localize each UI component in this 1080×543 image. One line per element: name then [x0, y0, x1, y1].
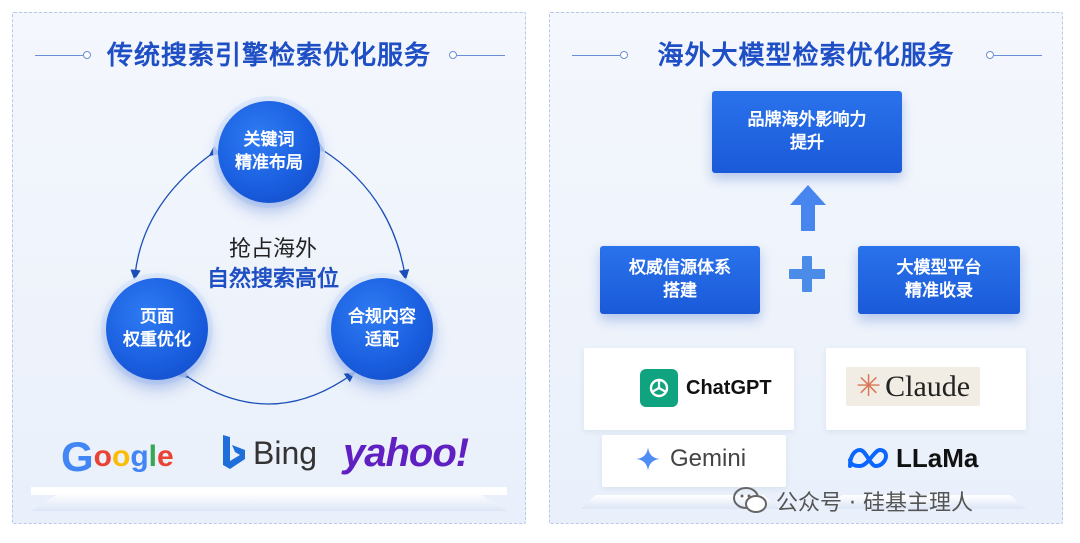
- node-label: 页面: [140, 307, 174, 327]
- cycle-arrows: [130, 141, 410, 405]
- llama-logo: LLaMa: [846, 443, 978, 474]
- keyword-layout-node: 关键词 精准布局: [218, 101, 320, 203]
- center-text-line1: 抢占海外: [228, 237, 317, 262]
- box-label: 精准收录: [905, 281, 973, 301]
- claude-logo: ✳ Claude: [846, 367, 981, 406]
- up-arrow-icon: [790, 185, 826, 231]
- authority-source-box: 权威信源体系 搭建: [600, 246, 760, 314]
- box-label: 搭建: [663, 281, 697, 301]
- wechat-icon: [733, 487, 767, 513]
- plus-icon: [789, 256, 825, 292]
- bing-icon: [223, 435, 245, 469]
- node-label: 关键词: [243, 130, 295, 150]
- yahoo-logo: yahoo!: [343, 431, 469, 475]
- llm-seo-panel: 海外大模型检索优化服务 品牌海外影响力 提升 权威信源体系 搭建 大模型平台 精…: [549, 12, 1063, 524]
- panel-title: 传统搜索引擎检索优化服务: [106, 41, 431, 71]
- box-label: 提升: [790, 133, 824, 153]
- box-label: 大模型平台: [896, 258, 982, 278]
- traditional-seo-panel: 传统搜索引擎检索优化服务 关键词 精准布局 页面 权重优化 合规内容 适配 抢占…: [12, 12, 526, 524]
- logo-platform: [31, 487, 507, 495]
- logo-platform-edge: [31, 493, 507, 511]
- center-text-line2: 自然搜索高位: [206, 267, 339, 292]
- logo-platform-left: [580, 495, 780, 509]
- logo-platform-right: [826, 495, 1026, 509]
- node-label: 合规内容: [348, 307, 416, 327]
- gemini-card: [602, 435, 786, 487]
- meta-infinity-icon: [848, 447, 889, 468]
- watermark-text: 公众号 · 硅基主理人: [776, 491, 973, 516]
- box-label: 权威信源体系: [629, 258, 731, 278]
- claude-asterisk-icon: ✳: [856, 369, 882, 404]
- box-label: 品牌海外影响力: [747, 110, 867, 130]
- chatgpt-card: [584, 348, 794, 430]
- gemini-logo: Gemini: [636, 445, 746, 473]
- gemini-star-icon: [636, 447, 660, 471]
- wechat-watermark: 公众号 · 硅基主理人: [732, 485, 973, 517]
- brand-influence-box: 品牌海外影响力 提升: [712, 91, 902, 173]
- llm-platform-box: 大模型平台 精准收录: [858, 246, 1020, 314]
- page-weight-node: 页面 权重优化: [106, 278, 208, 380]
- bing-logo: Bing: [221, 433, 317, 473]
- google-logo: G o o g l e: [61, 433, 174, 480]
- openai-icon: [640, 369, 678, 407]
- chatgpt-logo: ChatGPT: [640, 369, 772, 407]
- compliant-content-node: 合规内容 适配: [331, 278, 433, 380]
- node-label: 权重优化: [123, 330, 191, 350]
- panel-title: 海外大模型检索优化服务: [657, 41, 955, 71]
- node-label: 适配: [365, 330, 399, 350]
- node-label: 精准布局: [235, 153, 303, 173]
